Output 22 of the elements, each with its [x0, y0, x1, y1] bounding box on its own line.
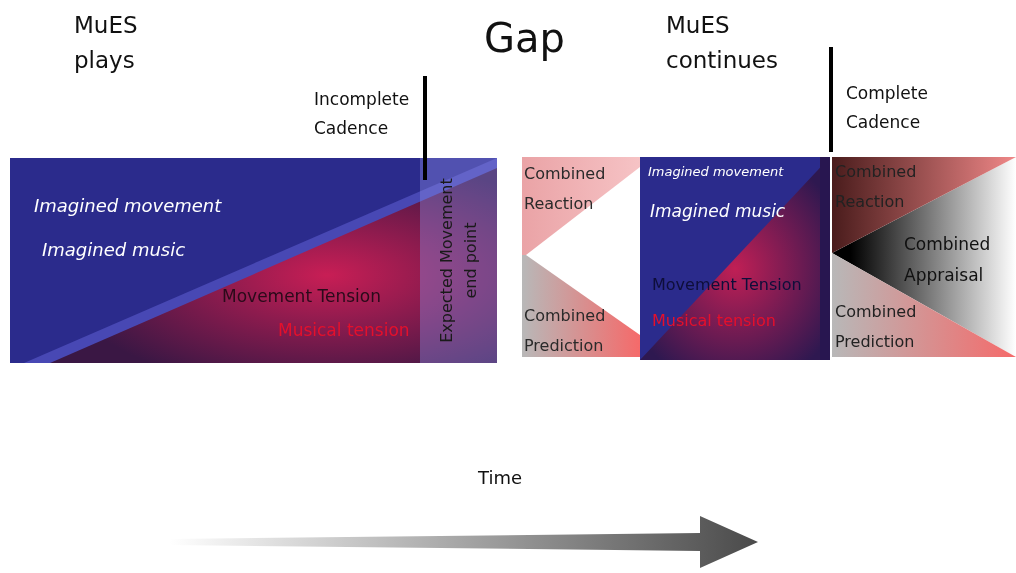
text-label: MuES continues — [666, 11, 779, 75]
end-point-strip — [420, 158, 497, 363]
node-label: Musical tension — [278, 319, 410, 342]
node-label: Movement Tension — [222, 285, 381, 308]
text-label: MuES plays — [74, 11, 139, 75]
reaction-triangle — [522, 157, 640, 255]
appraisal-wedge — [832, 157, 1016, 357]
text-label: Time — [478, 466, 523, 490]
node-label: Combined Reaction — [524, 163, 607, 215]
node-label: Imagined music — [650, 200, 786, 223]
node-label: Imagined movement — [648, 163, 784, 181]
node-label: Imagined movement — [34, 194, 222, 218]
tension-panel — [10, 158, 497, 363]
node-label: Combined Prediction — [835, 301, 918, 353]
node-label: Imagined music — [42, 238, 186, 262]
text-label: Complete Cadence — [846, 82, 929, 134]
node-label: Musical tension — [652, 310, 776, 332]
node-label: Combined Appraisal — [904, 233, 992, 288]
text-label: Incomplete Cadence — [314, 88, 411, 140]
prediction-triangle — [522, 255, 640, 357]
node-label: Combined Prediction — [524, 305, 607, 357]
node-label: Expected Movement end point — [436, 177, 481, 345]
